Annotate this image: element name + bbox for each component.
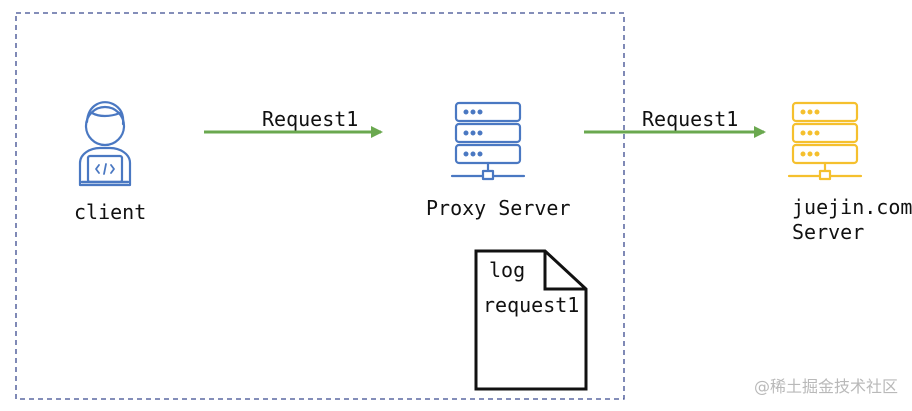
edge-label-client-to-proxy: Request1 — [262, 107, 359, 131]
target-server-label-line2: Server — [792, 220, 865, 244]
log-document-icon — [474, 249, 588, 391]
edge-label-proxy-to-target: Request1 — [642, 107, 739, 131]
proxy-boundary — [15, 12, 625, 400]
proxy-server-label: Proxy Server — [426, 196, 571, 220]
server-icon — [787, 101, 863, 181]
log-entry: request1 — [483, 293, 580, 317]
server-icon — [450, 101, 526, 181]
developer-icon — [78, 101, 132, 187]
watermark: @稀土掘金技术社区 — [753, 377, 898, 396]
client-label: client — [74, 200, 147, 224]
target-server-label-line1: juejin.com — [792, 195, 912, 219]
log-title: log — [489, 258, 526, 282]
